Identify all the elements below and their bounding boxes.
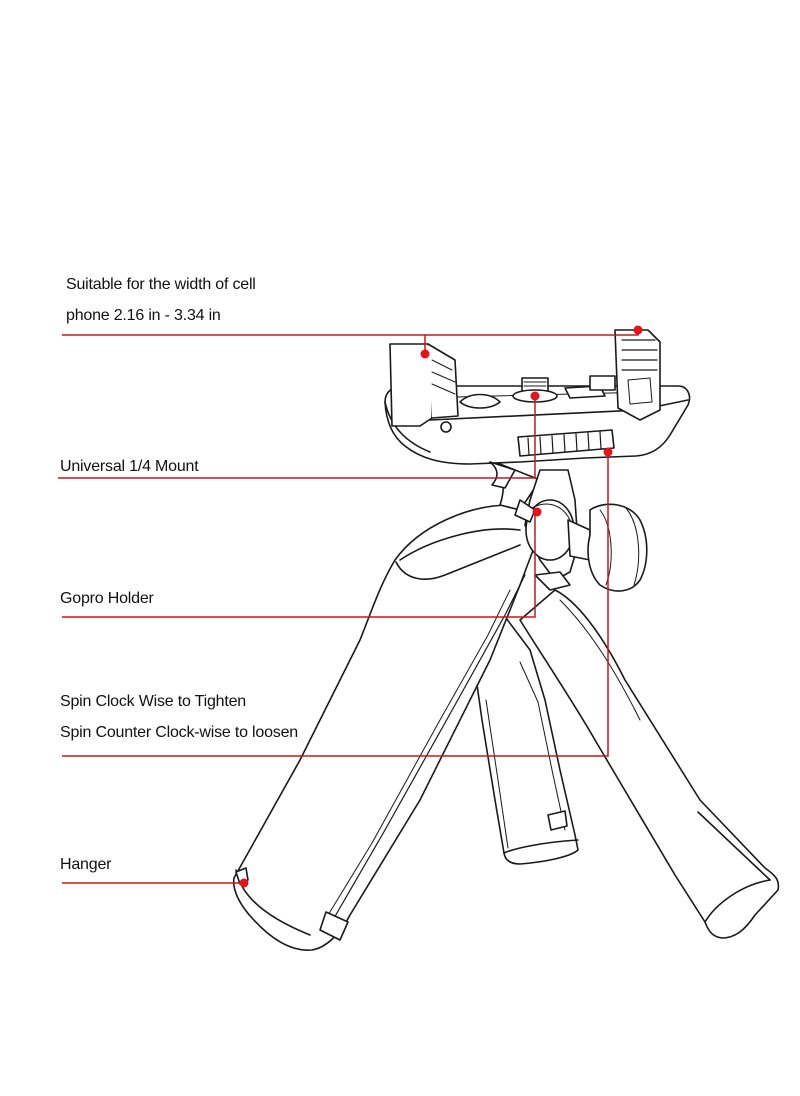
leader-mount (58, 396, 536, 479)
hanger-label: Hanger (60, 856, 112, 873)
dot-knob (603, 447, 613, 457)
gopro-holder-label: Gopro Holder (60, 590, 154, 607)
phone-clamp (384, 329, 691, 489)
knob-label-line2: Spin Counter Clock-wise to loosen (60, 724, 298, 741)
locking-knob (567, 503, 648, 592)
leader-knob (62, 452, 609, 757)
dot-right-jaw (633, 325, 643, 335)
right-leg (519, 589, 780, 939)
dot-gopro (532, 507, 542, 517)
leader-lines (58, 328, 639, 884)
dot-mount (530, 391, 540, 401)
phone-width-label-line1: Suitable for the width of cell (66, 276, 256, 293)
dot-left-jaw (420, 349, 430, 359)
callout-dots (239, 325, 643, 888)
dot-hanger (239, 878, 249, 888)
knob-label-line1: Spin Clock Wise to Tighten (60, 693, 246, 710)
mount-label: Universal 1/4 Mount (60, 458, 199, 475)
middle-leg (469, 609, 579, 865)
leader-phone-width-right (425, 328, 639, 336)
leader-phone-width (62, 334, 426, 354)
leader-gopro (62, 512, 536, 618)
phone-width-label-line2: phone 2.16 in - 3.34 in (66, 307, 221, 324)
tripod-drawing (232, 329, 780, 951)
